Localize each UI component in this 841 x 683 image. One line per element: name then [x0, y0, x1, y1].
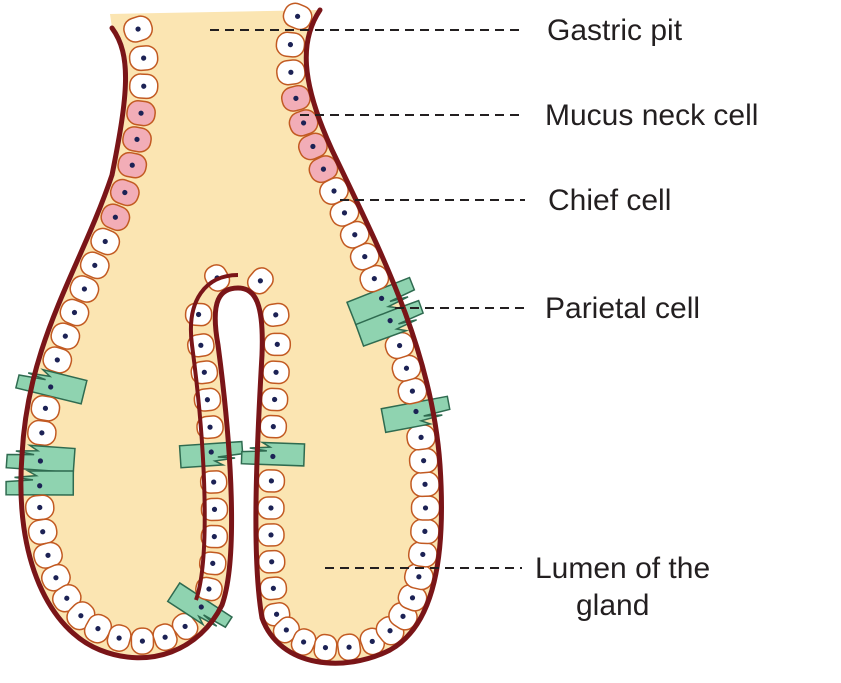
chief-cell	[276, 59, 307, 86]
chief-cell	[258, 524, 284, 546]
chief-cell	[259, 576, 287, 600]
chief-cell	[258, 550, 285, 573]
nucleus	[37, 483, 42, 488]
chief-cell	[411, 496, 439, 520]
chief-cell	[264, 333, 290, 355]
chief-cell	[27, 419, 57, 446]
chief-cell	[313, 634, 338, 662]
chief-cell	[261, 388, 288, 411]
chief-cell	[129, 73, 158, 99]
chief-cell	[410, 519, 439, 545]
parietal-cell	[241, 442, 304, 466]
chief-cell	[411, 472, 440, 497]
chief-cell	[409, 448, 439, 474]
chief-cell	[131, 628, 153, 654]
chief-cell	[260, 415, 287, 438]
chief-cell	[275, 31, 305, 58]
parietal-cell	[6, 471, 73, 495]
label-lumen-line2: gland	[576, 589, 649, 622]
label-gastric-pit: Gastric pit	[547, 14, 683, 47]
chief-cell	[185, 303, 212, 326]
parietal-cell	[6, 444, 75, 473]
label-parietal-cell: Parietal cell	[545, 292, 700, 325]
chief-cell	[262, 361, 289, 384]
label-lumen-line1: Lumen of the	[535, 552, 710, 585]
chief-cell	[25, 494, 55, 520]
label-mucus-neck-cell: Mucus neck cell	[545, 99, 758, 132]
chief-cell	[407, 541, 438, 568]
label-chief-cell: Chief cell	[548, 184, 671, 217]
parietal-cell	[180, 442, 244, 468]
chief-cell	[258, 470, 285, 493]
nucleus	[268, 505, 273, 510]
chief-cell	[129, 45, 159, 71]
chief-cell	[258, 497, 284, 519]
nucleus	[423, 505, 428, 510]
